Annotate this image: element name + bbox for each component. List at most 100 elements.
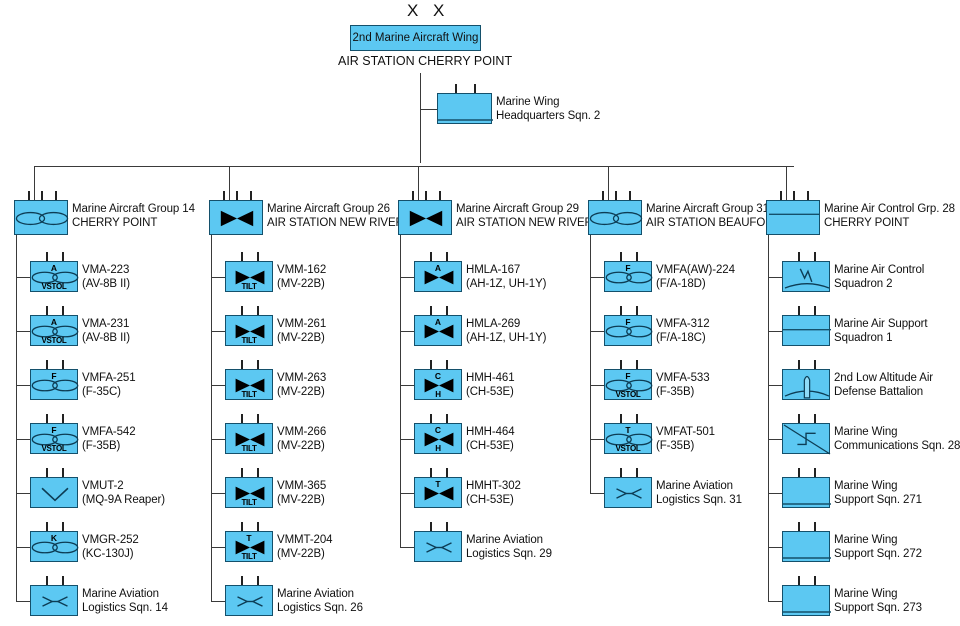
unit-mag31-0-symbol[interactable]: F	[604, 261, 653, 292]
hq-unit-symbol[interactable]	[437, 93, 493, 124]
echelon-ticks	[414, 468, 462, 477]
unit-macg28-4-label-line2: Support Sqn. 271	[834, 493, 922, 506]
echelon-tick	[636, 306, 638, 315]
group-symbol-macg28[interactable]	[766, 200, 820, 235]
echelon-tick	[62, 360, 64, 369]
echelon-ticks	[604, 306, 652, 315]
unit-mag29-5-symbol[interactable]	[414, 531, 462, 562]
unit-mag26-2-label-line1: VMM-263	[277, 371, 327, 384]
group-bus-line	[34, 166, 794, 168]
unit-macg28-5-symbol[interactable]	[782, 531, 831, 562]
unit-mag29-4-symbol[interactable]: T	[414, 477, 462, 508]
unit-macg28-4-symbol[interactable]	[782, 477, 831, 508]
unit-mag29-0-symbol[interactable]: A	[414, 261, 462, 292]
unit-mag26-1-label: VMM-261(MV-22B)	[277, 317, 326, 345]
echelon-tick	[798, 252, 800, 261]
unit-mag14-1-label: VMA-231(AV-8B II)	[82, 317, 130, 345]
echelon-tick	[446, 252, 448, 261]
unit-mag14-2-label-line1: VMFA-251	[82, 371, 136, 384]
group-symbol-mag29[interactable]	[398, 200, 452, 235]
unit-mag31-1-symbol[interactable]: F	[604, 315, 653, 346]
unit-connector-mag26-0	[211, 276, 225, 278]
group-symbol-mag14[interactable]	[14, 200, 69, 235]
echelon-tick	[425, 191, 427, 200]
unit-mag26-2-symbol[interactable]: TILT	[225, 369, 273, 400]
echelon-ticks	[414, 306, 462, 315]
modifier-label: VSTOL	[41, 336, 67, 345]
group-name-mag29: Marine Aircraft Group 29	[456, 203, 579, 215]
group-station-mag14: CHERRY POINT	[72, 217, 158, 229]
echelon-ticks	[604, 360, 652, 369]
unit-macg28-3-symbol[interactable]	[782, 423, 831, 455]
unit-mag14-5-symbol[interactable]: K	[30, 531, 79, 562]
unit-mag26-3-label-line2: (MV-22B)	[277, 439, 325, 452]
unit-macg28-2-symbol[interactable]	[782, 369, 830, 400]
unit-mag31-4-symbol[interactable]	[604, 477, 652, 508]
unit-macg28-1-label-line1: Marine Air Support	[834, 317, 928, 330]
group-name-mag26: Marine Aircraft Group 26	[267, 203, 390, 215]
unit-mag29-1-symbol[interactable]: A	[414, 315, 462, 346]
echelon-tick	[257, 522, 259, 531]
echelon-tick	[46, 522, 48, 531]
unit-macg28-1-symbol[interactable]	[782, 315, 831, 346]
unit-mag26-6-label-line1: Marine Aviation	[277, 587, 354, 600]
group-symbol-mag31[interactable]	[588, 200, 643, 235]
unit-macg28-0-symbol[interactable]	[782, 261, 830, 292]
echelon-tick	[636, 414, 638, 423]
group-symbol-mag26[interactable]	[209, 200, 263, 235]
unit-macg28-2-label-line1: 2nd Low Altitude Air	[834, 371, 934, 384]
echelon-tick	[602, 191, 604, 200]
unit-mag26-4-label-line1: VMM-365	[277, 479, 327, 492]
unit-mag26-1-symbol[interactable]: TILT	[225, 315, 273, 346]
unit-macg28-6-symbol[interactable]	[782, 585, 831, 616]
unit-mag31-1-label-line1: VMFA-312	[656, 317, 710, 330]
unit-mag26-6-symbol[interactable]	[225, 585, 273, 616]
echelon-tick	[629, 191, 631, 200]
unit-mag26-0-symbol[interactable]: TILT	[225, 261, 273, 292]
echelon-tick	[446, 414, 448, 423]
unit-connector-mag31-1	[590, 330, 604, 332]
unit-mag14-6-symbol[interactable]	[30, 585, 78, 616]
unit-mag14-2-symbol[interactable]: F	[30, 369, 79, 400]
echelon-ticks	[225, 414, 273, 423]
echelon-tick	[793, 191, 795, 200]
hq-unit-label-line2: Headquarters Sqn. 2	[496, 109, 601, 122]
unit-mag14-6-label-line2: Logistics Sqn. 14	[82, 601, 168, 614]
echelon-tick	[446, 522, 448, 531]
root-unit-box[interactable]: 2nd Marine Aircraft Wing	[350, 25, 481, 51]
hq-connector-line	[420, 108, 437, 110]
echelon-ticks	[30, 468, 78, 477]
unit-mag31-2-label: VMFA-533(F-35B)	[656, 371, 710, 399]
echelon-ticks	[398, 191, 452, 200]
unit-mag26-0-label: VMM-162(MV-22B)	[277, 263, 326, 291]
role-designator: C	[434, 425, 442, 435]
unit-mag26-1-label-line1: VMM-261	[277, 317, 327, 330]
unit-mag14-5-label-line1: VMGR-252	[82, 533, 139, 546]
unit-mag26-4-symbol[interactable]: TILT	[225, 477, 273, 508]
unit-connector-macg28-4	[768, 492, 782, 494]
echelon-tick	[636, 360, 638, 369]
group-label-mag29: Marine Aircraft Group 29 AIR STATION NEW …	[456, 202, 593, 230]
group-station-mag29: AIR STATION NEW RIVER	[456, 217, 593, 229]
echelon-tick	[814, 306, 816, 315]
unit-mag26-3-symbol[interactable]: TILT	[225, 423, 273, 454]
echelon-tick	[62, 468, 64, 477]
echelon-tick	[814, 576, 816, 585]
echelon-tick	[257, 576, 259, 585]
unit-connector-mag14-5	[16, 546, 30, 548]
role-designator: C	[434, 371, 442, 381]
echelon-tick	[62, 576, 64, 585]
echelon-tick	[807, 191, 809, 200]
unit-mag14-4-symbol[interactable]	[30, 477, 78, 508]
echelon-tick	[615, 191, 617, 200]
